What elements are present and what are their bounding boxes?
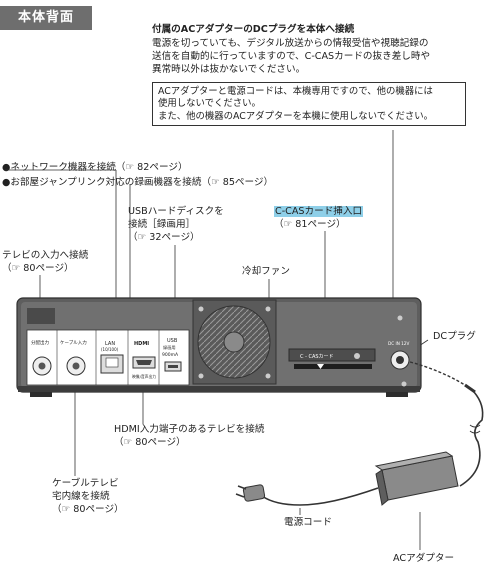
cable-tv-callout-line-1: ケーブルテレビ [52, 478, 119, 489]
usb-callout-line-3: （☞ 32ページ） [128, 232, 200, 243]
ac-adapter-callout: ACアダプター [393, 553, 455, 564]
ccas-callout-label: C-CASカード挿入口 [274, 206, 364, 217]
dc-plug-note-line-3: 異常時以外は抜かないでください。 [152, 64, 306, 75]
ac-warning-box: ACアダプターと電源コードは、本機専用ですので、他の機器には 使用しないでくださ… [152, 82, 466, 126]
label-out: 分配出力 [31, 339, 49, 346]
ccas-callout: C-CASカード挿入口 [274, 206, 364, 219]
label-usb: USB [167, 338, 178, 344]
power-cord-callout: 電源コード [284, 517, 332, 528]
label-lan: LAN [105, 341, 115, 347]
hdmi-callout-line-1: HDMI入力端子のあるテレビを接続 [114, 424, 265, 435]
usb-callout-line-2: 接続［録画用］ [128, 219, 196, 230]
dc-plug-note-line-2: 送信を自動的に行っていますので、C-CASカードの抜き差し時や [152, 51, 431, 62]
label-dc-in: DC IN 12V [388, 341, 410, 346]
dc-in-jack [390, 315, 410, 387]
tv-input-callout-line-1: テレビの入力へ接続 [2, 250, 89, 261]
ac-warning-line-2: 使用しないでください。 [158, 98, 261, 110]
ac-adapter-illustration [235, 451, 459, 506]
cable-tv-callout-line-2: 宅内線を接続 [52, 491, 110, 502]
section-title: 本体背面 [0, 6, 92, 30]
network-callout: ●ネットワーク機器を接続（☞ 82ページ） [2, 162, 188, 173]
cable-tv-callout-line-3: （☞ 80ページ） [52, 504, 124, 515]
jump-link-callout: ●お部屋ジャンプリンク対応の録画機器を接続（☞ 85ページ） [2, 177, 274, 188]
ccas-card-slot [288, 348, 376, 369]
fan-callout: 冷却ファン [242, 266, 290, 277]
ccas-callout-page: （☞ 81ページ） [274, 219, 346, 230]
cooling-fan [192, 299, 277, 385]
label-cable-in: ケーブル入力 [60, 339, 87, 346]
tv-input-callout-line-2: （☞ 80ページ） [2, 263, 74, 274]
dc-plug-note-heading: 付属のACアダプターのDCプラグを本体へ接続 [152, 24, 355, 35]
label-ccas: C - CASカード [300, 354, 334, 360]
ac-warning-line-1: ACアダプターと電源コードは、本機専用ですので、他の機器には [158, 86, 433, 97]
hdmi-callout-line-2: （☞ 80ページ） [114, 437, 186, 448]
dc-plug-callout: DCプラグ [433, 331, 476, 342]
dc-plug-note-line-1: 電源を切っていても、デジタル放送からの情報受信や視聴記録の [152, 38, 429, 49]
usb-callout-line-1: USBハードディスクを [128, 206, 224, 217]
label-usb-sub: 録画用 [163, 344, 176, 351]
dc-cable [409, 361, 484, 487]
label-hdmi-sub: 映像/音声出力 [132, 374, 156, 379]
ac-warning-line-3: また、他の機器のACアダプターを本機に使用しないでください。 [158, 110, 434, 122]
label-lan-sub: (10/100) [101, 347, 119, 352]
port-panel [26, 329, 190, 386]
label-hdmi: HDMI [134, 341, 149, 347]
label-usb-current: 900mA [162, 352, 179, 358]
